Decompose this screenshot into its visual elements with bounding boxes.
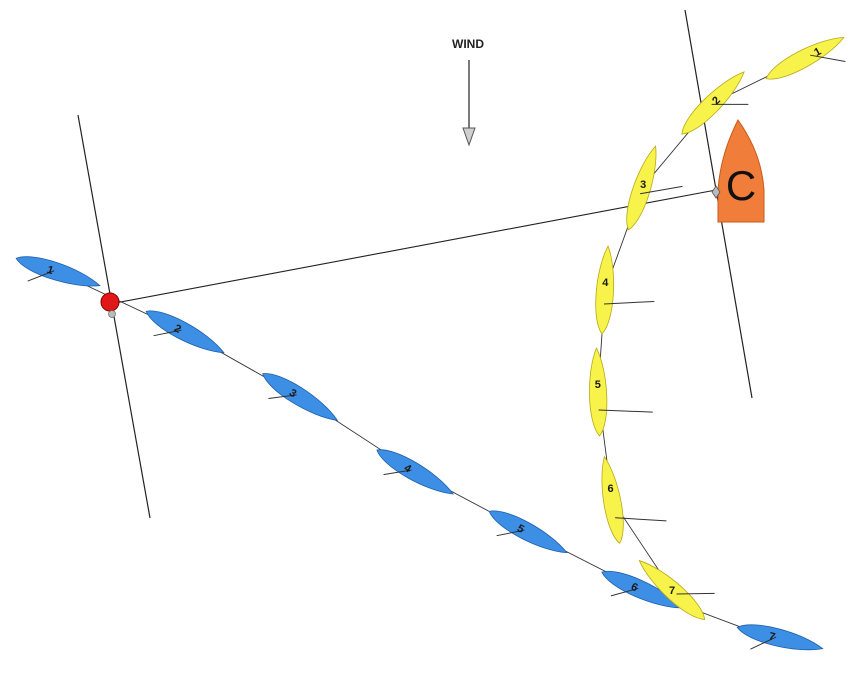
yellow-boat-6: 6 — [601, 455, 667, 544]
blue-boat-7: 7 — [736, 624, 824, 651]
committee-mark — [711, 185, 721, 199]
blue-boat-5: 5 — [488, 510, 568, 554]
yellow-boat-4: 4 — [595, 245, 655, 335]
wind-label: WIND — [452, 37, 484, 51]
yellow-boat-7: 7 — [638, 559, 715, 620]
blue-boat-3: 3 — [262, 373, 339, 421]
yellow-boat-6-number: 6 — [608, 483, 614, 495]
blue-boat-2-number: 2 — [172, 322, 183, 335]
blue-boat-5-number: 5 — [515, 522, 526, 535]
blue-boat-1: 1 — [15, 256, 101, 287]
yellow-boat-5-number: 5 — [595, 379, 601, 391]
blue-boat-1-number: 1 — [45, 264, 55, 277]
committee-boat: C — [717, 119, 765, 223]
pin-mark — [100, 292, 120, 318]
blue-boat-7-number: 7 — [768, 630, 777, 643]
blue-boat-4: 4 — [376, 449, 454, 495]
yellow-boat-3-number: 3 — [640, 179, 646, 191]
blue-boat-3-number: 3 — [287, 387, 299, 400]
committee-label: C — [726, 162, 756, 209]
blue-boat-2: 2 — [145, 310, 225, 354]
yellow-boat-5: 5 — [589, 347, 653, 437]
yellow-boat-3: 3 — [626, 145, 683, 231]
wind-indicator: WIND — [452, 37, 484, 147]
starting-line — [109, 189, 717, 305]
yellow-boat-1: 1 — [765, 36, 846, 80]
yellow-track — [597, 57, 806, 591]
wind-arrow-icon — [462, 127, 476, 147]
yellow-boat-2: 2 — [681, 71, 749, 135]
yellow-boat-4-number: 4 — [602, 277, 609, 289]
blue-boat-6-number: 6 — [629, 581, 639, 594]
yellow-boat-1-number: 1 — [812, 46, 823, 59]
yellow-boat-7-number: 7 — [669, 585, 675, 597]
